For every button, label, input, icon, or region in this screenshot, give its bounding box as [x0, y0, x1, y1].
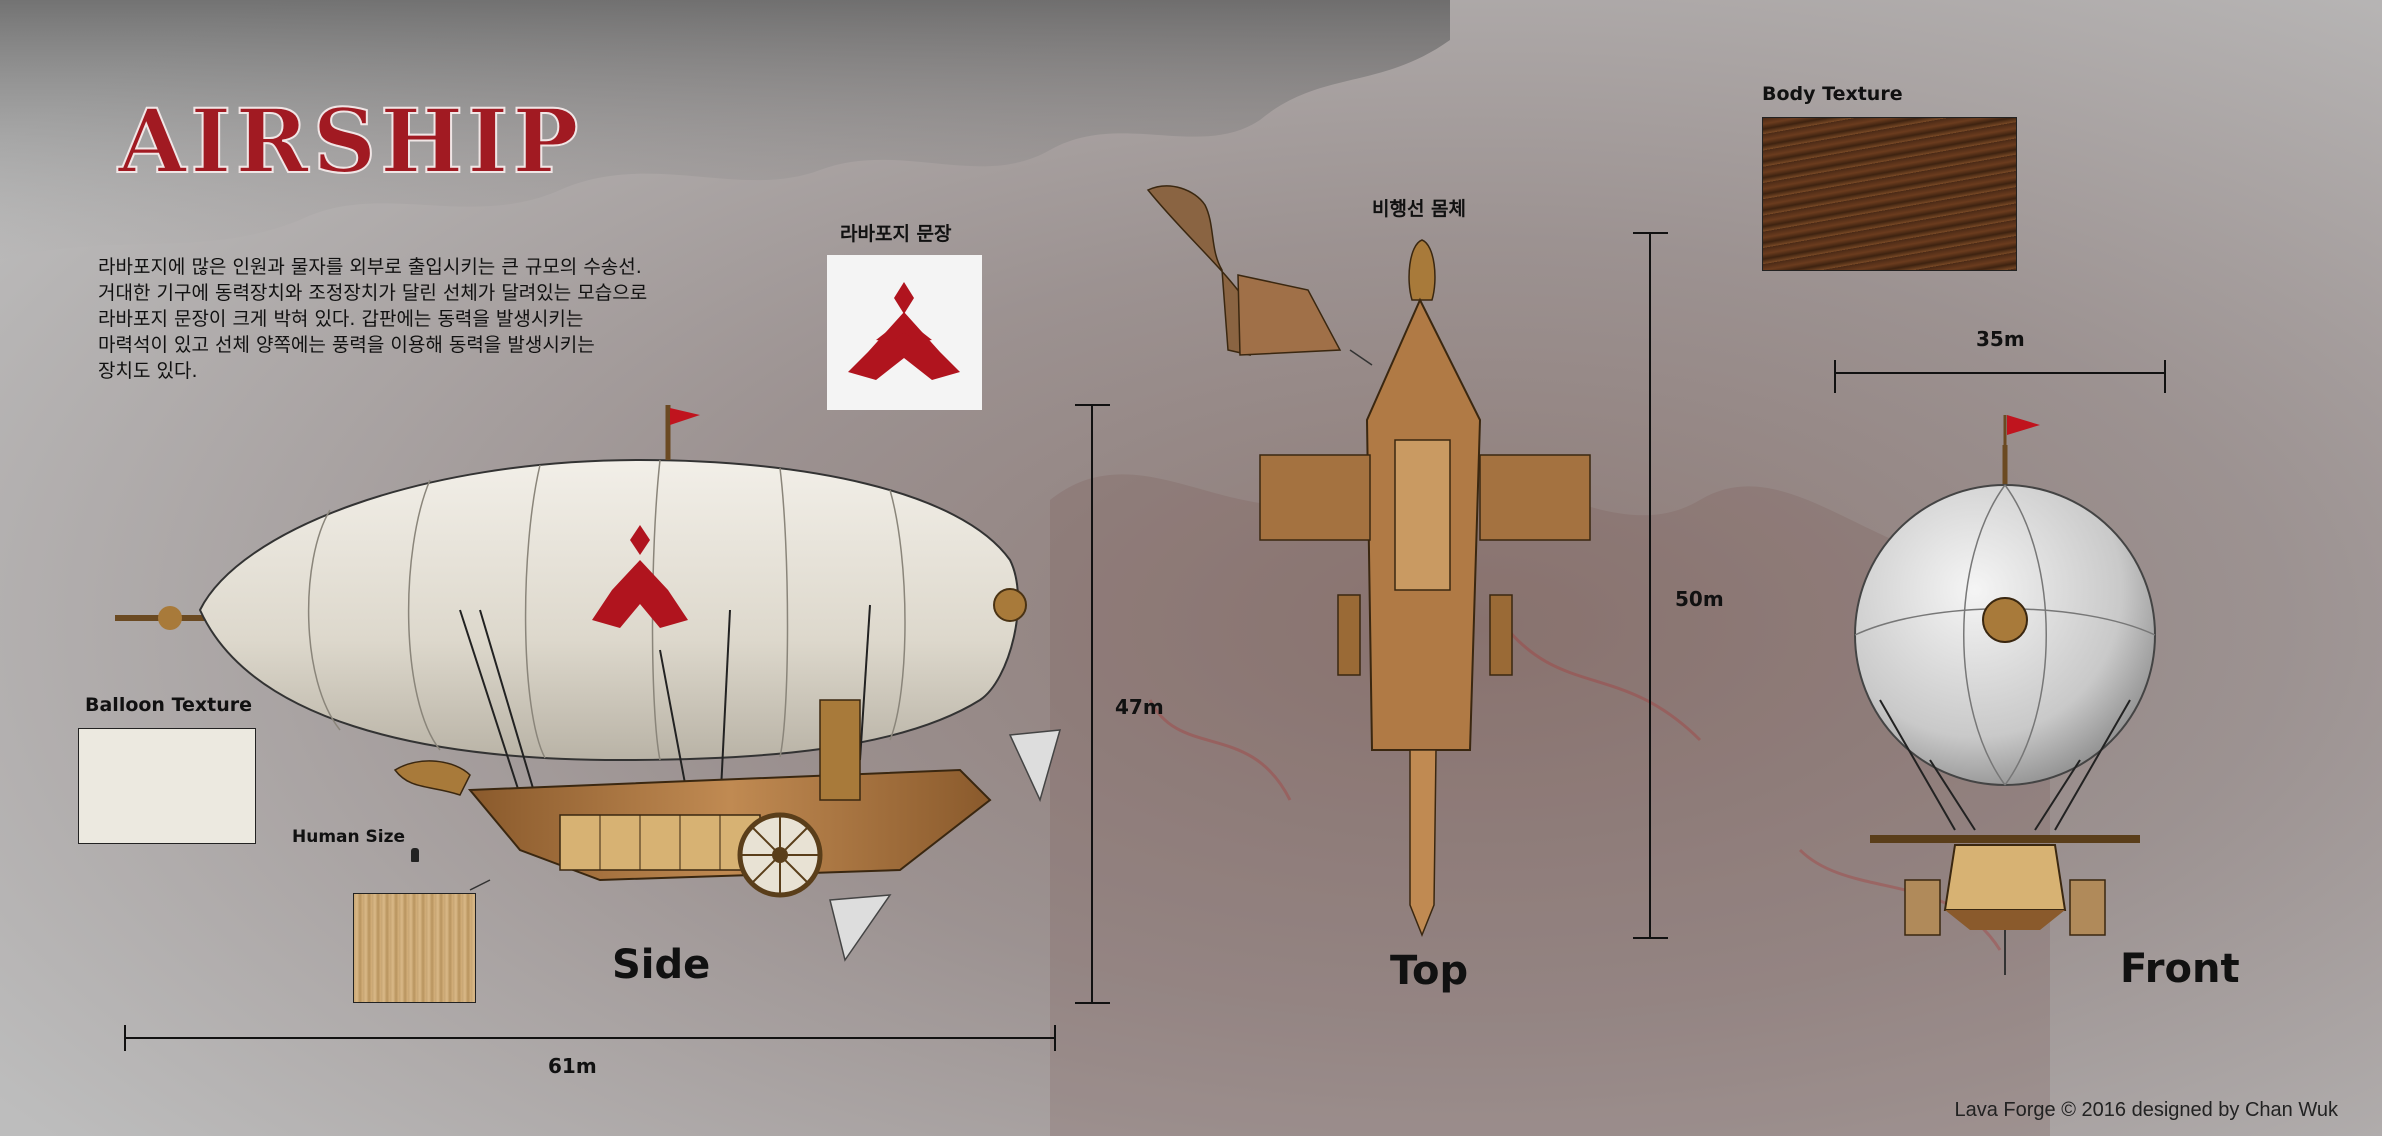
human-size-label: Human Size — [292, 827, 406, 847]
hull-label: 비행선 몸체 — [1372, 198, 1467, 220]
emblem-box — [827, 255, 982, 410]
description-line: 라바포지에 많은 인원과 물자를 외부로 출입시키는 큰 규모의 수송선. — [98, 256, 642, 278]
description-line: 마력석이 있고 선체 양쪽에는 풍력을 이용해 동력을 발생시키는 — [98, 334, 595, 356]
description-line: 거대한 기구에 동력장치와 조정장치가 달린 선체가 달려있는 모습으로 — [98, 282, 648, 304]
top-view-title: Top — [1390, 948, 1469, 994]
balloon-texture-label: Balloon Texture — [85, 694, 253, 716]
side-view-title: Side — [612, 942, 711, 988]
description-line: 라바포지 문장이 크게 박혀 있다. 갑판에는 동력을 발생시키는 — [98, 308, 584, 330]
front-width-dimension: 35m — [1976, 327, 2025, 351]
front-view-title: Front — [2120, 946, 2240, 992]
side-view-drawing — [115, 405, 1062, 962]
front-view-drawing — [1854, 415, 2156, 975]
side-length-dimension: 61m — [548, 1054, 597, 1078]
emblem-label: 라바포지 문장 — [840, 223, 952, 245]
body-texture-swatch — [1762, 117, 2017, 271]
body-texture-label: Body Texture — [1762, 83, 1903, 105]
top-length-dimension: 50m — [1675, 587, 1724, 611]
deck-texture-swatch — [353, 893, 476, 1003]
top-view-drawing — [1146, 185, 1591, 938]
emblem-diamond — [894, 282, 914, 314]
human-figure-icon — [411, 848, 419, 862]
side-height-dimension: 47m — [1115, 695, 1164, 719]
emblem-body — [848, 312, 960, 380]
description: 라바포지에 많은 인원과 물자를 외부로 출입시키는 큰 규모의 수송선. 거대… — [98, 254, 778, 384]
credit-text: Lava Forge © 2016 designed by Chan Wuk — [1954, 1099, 2339, 1121]
dimension-lines — [124, 232, 2166, 1051]
description-line: 장치도 있다. — [98, 360, 198, 382]
balloon-texture-swatch — [78, 728, 256, 844]
